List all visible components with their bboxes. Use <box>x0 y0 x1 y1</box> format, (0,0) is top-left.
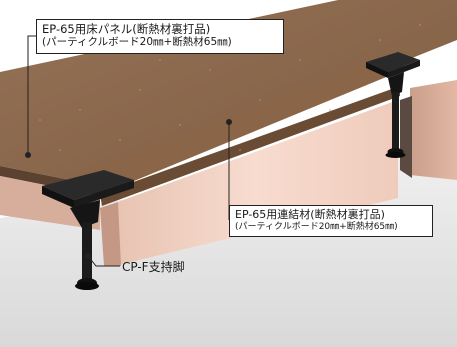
floor-panel-callout: EP-65用床パネル(断熱材裏打品) (パーティクルボード20㎜+断熱材65㎜) <box>36 19 284 54</box>
support-leg-label: CP-F支持脚 <box>122 260 185 274</box>
board-texture-specks <box>39 24 421 151</box>
connector-board-edge <box>100 86 400 206</box>
floor-panel-label: EP-65用床パネル(断熱材裏打品) <box>42 22 211 36</box>
floor-panel-spec: (パーティクルボード20㎜+断熱材65㎜) <box>42 36 232 49</box>
front-support-bracket <box>42 170 134 228</box>
connector-insulation-side <box>100 202 121 266</box>
leader-lines <box>25 35 232 267</box>
rear-support-leg <box>385 92 406 158</box>
floor-panel-insulation <box>0 176 100 230</box>
insulation-back-block <box>410 80 457 180</box>
insulation-back-shadow <box>400 96 412 178</box>
floor-panel-top <box>0 0 457 186</box>
connector-spec: (パーティクルボード20㎜+断熱材65㎜) <box>235 221 398 232</box>
connector-insulation <box>115 100 398 265</box>
connector-label: EP-65用連結材(断熱材裏打品) <box>235 208 385 221</box>
connector-callout: EP-65用連結材(断熱材裏打品) (パーティクルボード20㎜+断熱材65㎜) <box>229 205 433 237</box>
rear-support-bracket <box>366 52 420 96</box>
leader-floor-panel <box>27 35 36 155</box>
front-support-leg <box>75 222 99 290</box>
connector-board-top <box>60 60 408 195</box>
leader-support-leg <box>87 255 120 267</box>
